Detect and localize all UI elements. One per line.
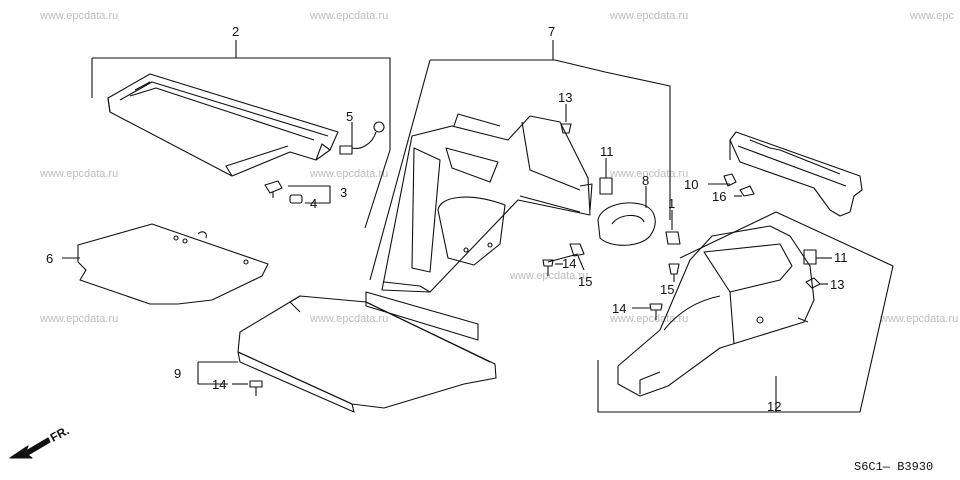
watermark: www.epcdata.ru <box>880 313 959 325</box>
callout-8: 8 <box>642 173 649 188</box>
watermark: www.epcdata.ru <box>310 313 389 325</box>
watermark: www.epcdata.ru <box>610 10 689 22</box>
callout-10: 10 <box>684 177 698 192</box>
watermark: www.epcdata.ru <box>510 270 589 282</box>
floor-board-part <box>197 291 497 413</box>
watermark: www.epc <box>910 10 955 22</box>
watermark: www.epcdata.ru <box>310 10 389 22</box>
callout-16: 16 <box>712 189 726 204</box>
watermark: www.epcdata.ru <box>610 313 689 325</box>
watermark: www.epcdata.ru <box>40 168 119 180</box>
callout-6: 6 <box>46 251 53 266</box>
callout-7: 7 <box>548 24 555 39</box>
harness-clip-part <box>339 121 385 155</box>
watermark: www.epcdata.ru <box>310 168 389 180</box>
rear-shelf-part <box>107 73 339 177</box>
callout-3: 3 <box>340 185 347 200</box>
watermark: www.epcdata.ru <box>40 313 119 325</box>
front-arrow-icon <box>9 437 51 459</box>
fasteners-inner-group <box>560 104 681 246</box>
callout-1: 1 <box>668 196 675 211</box>
group-outline-2 <box>92 57 391 229</box>
callout-14: 14 <box>612 301 626 316</box>
callout-9: 9 <box>174 366 181 381</box>
callout-4: 4 <box>310 196 317 211</box>
callout-5: 5 <box>346 109 353 124</box>
callout-11: 11 <box>834 250 848 265</box>
callout-12: 12 <box>767 399 781 414</box>
callout-15: 15 <box>660 282 674 297</box>
callout-15: 15 <box>578 274 592 289</box>
watermark: www.epcdata.ru <box>610 168 689 180</box>
callout-13: 13 <box>558 90 572 105</box>
group-outline-7 <box>430 59 671 220</box>
callout-11: 11 <box>600 144 614 159</box>
callout-14: 14 <box>212 377 226 392</box>
diagram-code: S6C1— B3930 <box>854 460 934 474</box>
callout-13: 13 <box>830 277 844 292</box>
trunk-mat-part <box>62 223 269 305</box>
callout-14: 14 <box>562 256 576 271</box>
group-outline-12 <box>597 211 894 413</box>
left-side-lining-part <box>381 113 593 293</box>
watermark: www.epcdata.ru <box>40 10 119 22</box>
fasteners-center <box>542 243 585 276</box>
right-side-lining-part <box>617 225 815 397</box>
rear-trim-panel-part <box>708 131 863 217</box>
fastener-parts-3-4 <box>264 180 331 204</box>
callout-2: 2 <box>232 24 239 39</box>
fasteners-right <box>632 249 832 320</box>
